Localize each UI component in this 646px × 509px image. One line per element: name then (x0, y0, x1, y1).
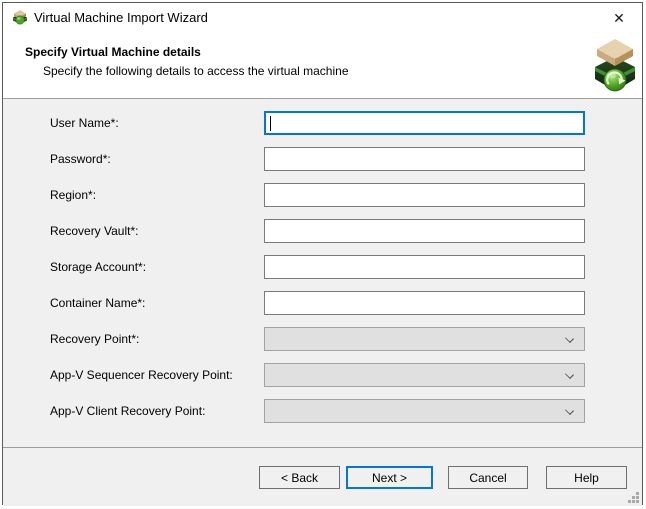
recovery-vault-input[interactable] (264, 219, 585, 243)
chevron-down-icon (565, 334, 574, 343)
field-label-container-name: Container Name*: (50, 296, 145, 310)
form-row: Storage Account*: (3, 255, 642, 279)
field-label-recovery-point: Recovery Point*: (50, 332, 139, 346)
cancel-button[interactable]: Cancel (448, 466, 528, 489)
form-row: App-V Sequencer Recovery Point: (3, 363, 642, 387)
title-bar: Virtual Machine Import Wizard ✕ (3, 3, 642, 31)
field-label-password: Password*: (50, 152, 111, 166)
window-title: Virtual Machine Import Wizard (34, 10, 208, 25)
form-row: Recovery Vault*: (3, 219, 642, 243)
form-row: Recovery Point*: (3, 327, 642, 351)
form-area: User Name*: Password*: Region*: Recovery Va… (3, 99, 642, 447)
form-row: Container Name*: (3, 291, 642, 315)
field-label-region: Region*: (50, 188, 96, 202)
button-bar: < Back Next > Cancel Help (3, 448, 642, 506)
chevron-down-icon (565, 406, 574, 415)
page-title: Specify Virtual Machine details (25, 45, 201, 59)
user-name-input[interactable] (264, 111, 585, 135)
field-label-app-v-sequencer-recovery-point: App-V Sequencer Recovery Point: (50, 368, 233, 382)
field-label-app-v-client-recovery-point: App-V Client Recovery Point: (50, 404, 205, 418)
storage-account-input[interactable] (264, 255, 585, 279)
form-row: User Name*: (3, 111, 642, 135)
app-v-client-recovery-point-select[interactable] (264, 399, 585, 423)
close-icon[interactable]: ✕ (606, 7, 632, 29)
back-button[interactable]: < Back (259, 466, 340, 489)
region-input[interactable] (264, 183, 585, 207)
wizard-header: Specify Virtual Machine details Specify … (3, 31, 642, 98)
container-name-input[interactable] (264, 291, 585, 315)
chevron-down-icon (565, 370, 574, 379)
window-icon (12, 9, 28, 25)
form-row: App-V Client Recovery Point: (3, 399, 642, 423)
text-caret (270, 116, 271, 131)
resize-grip-icon[interactable] (627, 492, 639, 504)
password-input[interactable] (264, 147, 585, 171)
field-label-user-name: User Name*: (50, 116, 119, 130)
field-label-recovery-vault: Recovery Vault*: (50, 224, 138, 238)
app-v-sequencer-recovery-point-select[interactable] (264, 363, 585, 387)
form-row: Region*: (3, 183, 642, 207)
help-button[interactable]: Help (546, 466, 627, 489)
recovery-point-select[interactable] (264, 327, 585, 351)
next-button[interactable]: Next > (346, 466, 433, 489)
form-row: Password*: (3, 147, 642, 171)
import-wizard-box-icon (593, 37, 637, 95)
field-label-storage-account: Storage Account*: (50, 260, 146, 274)
page-subtitle: Specify the following details to access … (43, 64, 349, 78)
